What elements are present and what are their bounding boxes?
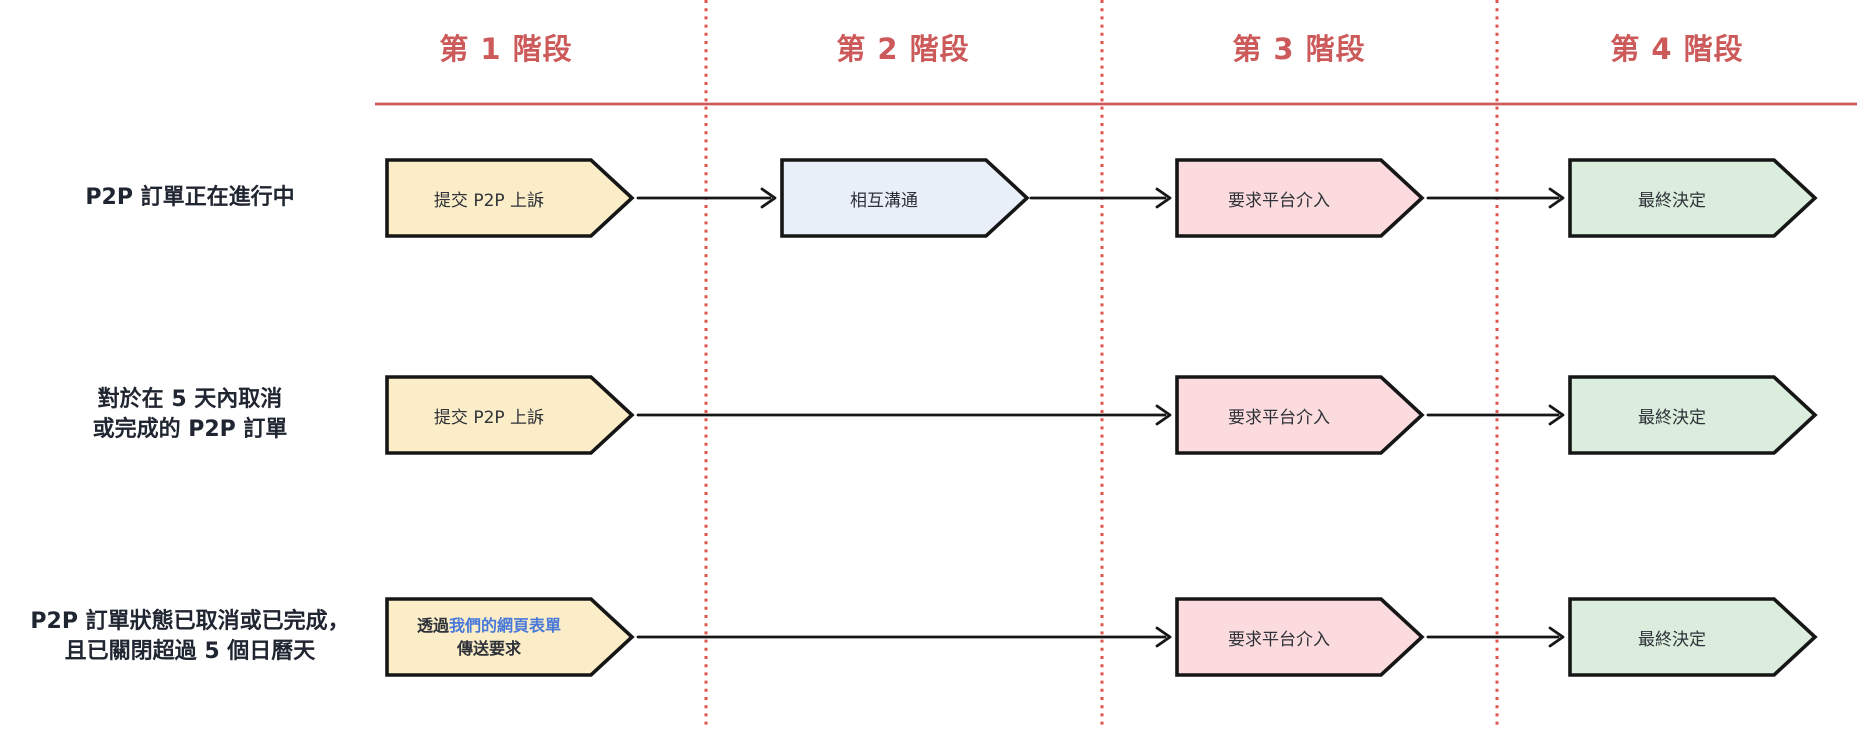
row-label-2: 對於在 5 天內取消 或完成的 P2P 訂單: [0, 385, 380, 445]
chevron-shape: [1568, 375, 1818, 455]
flow-box-platform-r1: 要求平台介入: [1175, 158, 1425, 238]
row-label-line: 對於在 5 天內取消: [97, 387, 283, 412]
request-text-line1: 透過我們的網頁表單: [417, 614, 561, 637]
flow-box-label: 最終決定: [1638, 190, 1706, 211]
arrow-r3-platform-to-final: [1426, 626, 1565, 648]
request-text-prefix: 透過: [416, 616, 449, 635]
web-form-link[interactable]: 我們的網頁表單: [449, 616, 562, 635]
row-label-line: P2P 訂單正在進行中: [85, 185, 295, 210]
flow-box-platform-r2: 要求平台介入: [1175, 375, 1425, 455]
row-label-1: P2P 訂單正在進行中: [0, 183, 380, 213]
flow-box-label: 要求平台介入: [1228, 629, 1330, 650]
arrow-r1-submit-to-communicate: [636, 187, 777, 209]
flow-box-label: 要求平台介入: [1228, 407, 1330, 428]
stage-dividers: [704, 0, 1499, 729]
flow-box-submit-appeal-r1: 提交 P2P 上訴: [385, 158, 635, 238]
row-label-line: 且已關閉超過 5 個日曆天: [64, 639, 316, 664]
chevron-shape: [385, 597, 635, 677]
chevron-shape: [385, 158, 635, 238]
chevron-shape: [1175, 375, 1425, 455]
flow-box-label: 提交 P2P 上訴: [433, 190, 545, 211]
flow-box-label: 透過我們的網頁表單 傳送要求: [385, 597, 593, 677]
flow-box-web-form-request-r3: 透過我們的網頁表單 傳送要求: [385, 597, 635, 677]
flow-box-platform-r3: 要求平台介入: [1175, 597, 1425, 677]
chevron-shape: [1568, 597, 1818, 677]
row-label-line: P2P 訂單狀態已取消或已完成，: [30, 609, 350, 634]
chevron-shape: [780, 158, 1030, 238]
flow-box-label: 最終決定: [1638, 629, 1706, 650]
flow-box-communicate-r1: 相互溝通: [780, 158, 1030, 238]
flow-box-label: 最終決定: [1638, 407, 1706, 428]
arrow-r2-platform-to-final: [1426, 404, 1565, 426]
arrow-r1-communicate-to-platform: [1029, 187, 1172, 209]
stage-header-4: 第 4 階段: [1610, 32, 1744, 66]
chevron-shape: [1568, 158, 1818, 238]
flow-box-final-r2: 最終決定: [1568, 375, 1818, 455]
chevron-shape: [385, 375, 635, 455]
arrow-r1-platform-to-final: [1426, 187, 1565, 209]
stage-header-1: 第 1 階段: [439, 32, 573, 66]
row-label-line: 或完成的 P2P 訂單: [92, 417, 288, 442]
arrow-r3-request-to-platform: [636, 626, 1172, 648]
arrow-r2-submit-to-platform: [636, 404, 1172, 426]
request-text-line2: 傳送要求: [456, 639, 521, 658]
flow-box-label: 相互溝通: [850, 190, 918, 211]
flow-box-label: 提交 P2P 上訴: [433, 407, 545, 428]
flow-box-label: 要求平台介入: [1228, 190, 1330, 211]
chevron-shape: [1175, 158, 1425, 238]
flow-box-final-r1: 最終決定: [1568, 158, 1818, 238]
chevron-shape: [1175, 597, 1425, 677]
stage-header-2: 第 2 階段: [836, 32, 970, 66]
row-label-3: P2P 訂單狀態已取消或已完成， 且已關閉超過 5 個日曆天: [0, 607, 380, 667]
stage-header-3: 第 3 階段: [1232, 32, 1366, 66]
flow-box-final-r3: 最終決定: [1568, 597, 1818, 677]
flow-box-submit-appeal-r2: 提交 P2P 上訴: [385, 375, 635, 455]
flow-arrows: [636, 187, 1565, 648]
